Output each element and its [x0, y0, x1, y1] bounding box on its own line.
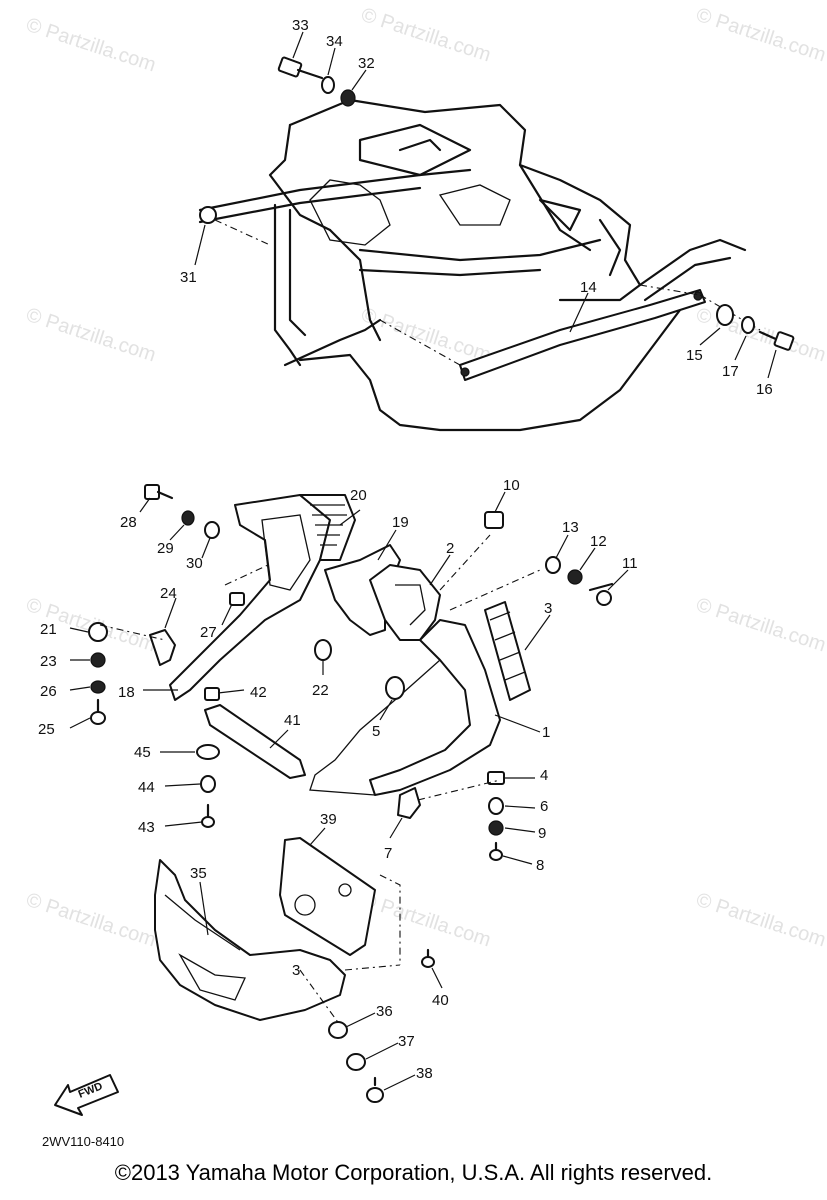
clip-27-icon — [229, 592, 245, 606]
washer-26-icon — [90, 680, 106, 694]
part-label-4: 4 — [540, 767, 548, 784]
skid-plate-assembly — [154, 837, 435, 1103]
part-label-2: 2 — [446, 540, 454, 557]
bolt-8-icon — [489, 841, 503, 861]
forward-arrow-icon: FWD — [54, 1074, 119, 1116]
part-label-37: 37 — [398, 1033, 415, 1050]
part-label-3-skid: 3 — [292, 962, 300, 979]
nut-44-icon — [200, 775, 216, 793]
bolt-33-icon — [277, 56, 324, 80]
washer-29-icon — [181, 510, 195, 526]
bolt-38-icon — [366, 1076, 384, 1103]
collar-37-icon — [346, 1053, 366, 1071]
part-label-38: 38 — [416, 1065, 433, 1082]
part-label-42: 42 — [250, 684, 267, 701]
watermark: © Partzilla.com — [693, 889, 827, 952]
bracket-24-icon — [149, 629, 176, 666]
bolt-11-icon — [588, 582, 614, 606]
part-label-44: 44 — [138, 779, 155, 796]
washer-12-icon — [567, 569, 583, 585]
part-label-17: 17 — [722, 363, 739, 380]
washer-34-icon — [321, 76, 335, 94]
part-label-5: 5 — [372, 723, 380, 740]
bolt-43-icon — [201, 803, 215, 828]
rubber-22-icon — [314, 639, 332, 661]
washer-9-icon — [488, 820, 504, 836]
part-label-3: 3 — [544, 600, 552, 617]
watermark: © Partzilla.com — [358, 4, 493, 67]
part-label-10: 10 — [503, 477, 520, 494]
part-label-29: 29 — [157, 540, 174, 557]
clip-10-icon — [484, 511, 504, 529]
copyright-notice: ©2013 Yamaha Motor Corporation, U.S.A. A… — [114, 1160, 713, 1185]
part-label-24: 24 — [160, 585, 177, 602]
bolt-25-icon — [90, 698, 106, 725]
clip-42-icon — [204, 687, 220, 701]
part-label-40: 40 — [432, 992, 449, 1009]
part-label-26: 26 — [40, 683, 57, 700]
nut-30-icon — [204, 521, 220, 539]
part-label-13: 13 — [562, 519, 579, 536]
diagram-code: 2WV110-8410 — [42, 1134, 124, 1149]
collar-4-icon — [487, 771, 505, 785]
part-label-36: 36 — [376, 1003, 393, 1020]
part-label-19: 19 — [392, 514, 409, 531]
collar-21-icon — [88, 622, 108, 642]
part-label-21: 21 — [40, 621, 57, 638]
part-label-32: 32 — [358, 55, 375, 72]
part-label-23: 23 — [40, 653, 57, 670]
part-label-43: 43 — [138, 819, 155, 836]
nut-13-icon — [545, 556, 561, 574]
washer-15-icon — [716, 304, 734, 326]
part-label-30: 30 — [186, 555, 203, 572]
bolt-16-icon — [758, 330, 795, 351]
part-label-9: 9 — [538, 825, 546, 842]
washer-45-icon — [196, 744, 220, 760]
part-label-7: 7 — [384, 845, 392, 862]
watermark: © Partzilla.com — [693, 594, 827, 657]
part-label-14: 14 — [580, 279, 597, 296]
part-label-33: 33 — [292, 17, 309, 34]
part-label-25: 25 — [38, 721, 55, 738]
part-label-15: 15 — [686, 347, 703, 364]
rubber-5-icon — [385, 676, 405, 700]
bracket-7-icon — [397, 787, 421, 819]
watermark: © Partzilla.com — [693, 4, 827, 67]
part-label-28: 28 — [120, 514, 137, 531]
part-label-18: 18 — [118, 684, 135, 701]
part-label-11: 11 — [622, 555, 638, 572]
part-label-39: 39 — [320, 811, 337, 828]
nut-6-icon — [488, 797, 504, 815]
part-label-35: 35 — [190, 865, 207, 882]
watermark: © Partzilla.com — [23, 304, 158, 367]
watermarks: © Partzilla.com © Partzilla.com © Partzi… — [23, 4, 827, 952]
part-labels: 33 34 32 31 14 15 17 16 10 13 12 11 20 1… — [38, 17, 773, 1082]
nut-23-icon — [90, 652, 106, 668]
part-label-1: 1 — [542, 724, 550, 741]
nut-32-icon — [340, 89, 356, 107]
part-label-22: 22 — [312, 682, 329, 699]
nut-36-icon — [328, 1021, 348, 1039]
part-label-6: 6 — [540, 798, 548, 815]
watermark: © Partzilla.com — [23, 889, 158, 952]
part-label-20: 20 — [350, 487, 367, 504]
bolt-28-icon — [144, 484, 174, 500]
frame-assembly — [198, 56, 795, 432]
part-label-27: 27 — [200, 624, 217, 641]
part-label-45: 45 — [134, 744, 151, 761]
part-label-12: 12 — [590, 533, 607, 550]
bolt-40-icon — [421, 948, 435, 968]
nut-17-icon — [741, 316, 755, 334]
part-label-41: 41 — [284, 712, 301, 729]
bumper-assembly — [88, 484, 614, 861]
watermark: © Partzilla.com — [693, 304, 827, 367]
leader-lines — [69, 31, 777, 1091]
part-label-34: 34 — [326, 33, 343, 50]
part-label-31: 31 — [180, 269, 197, 286]
watermark: © Partzilla.com — [23, 14, 158, 77]
watermark: © Partzilla.com — [358, 889, 493, 952]
part-label-16: 16 — [756, 381, 773, 398]
part-label-8: 8 — [536, 857, 544, 874]
